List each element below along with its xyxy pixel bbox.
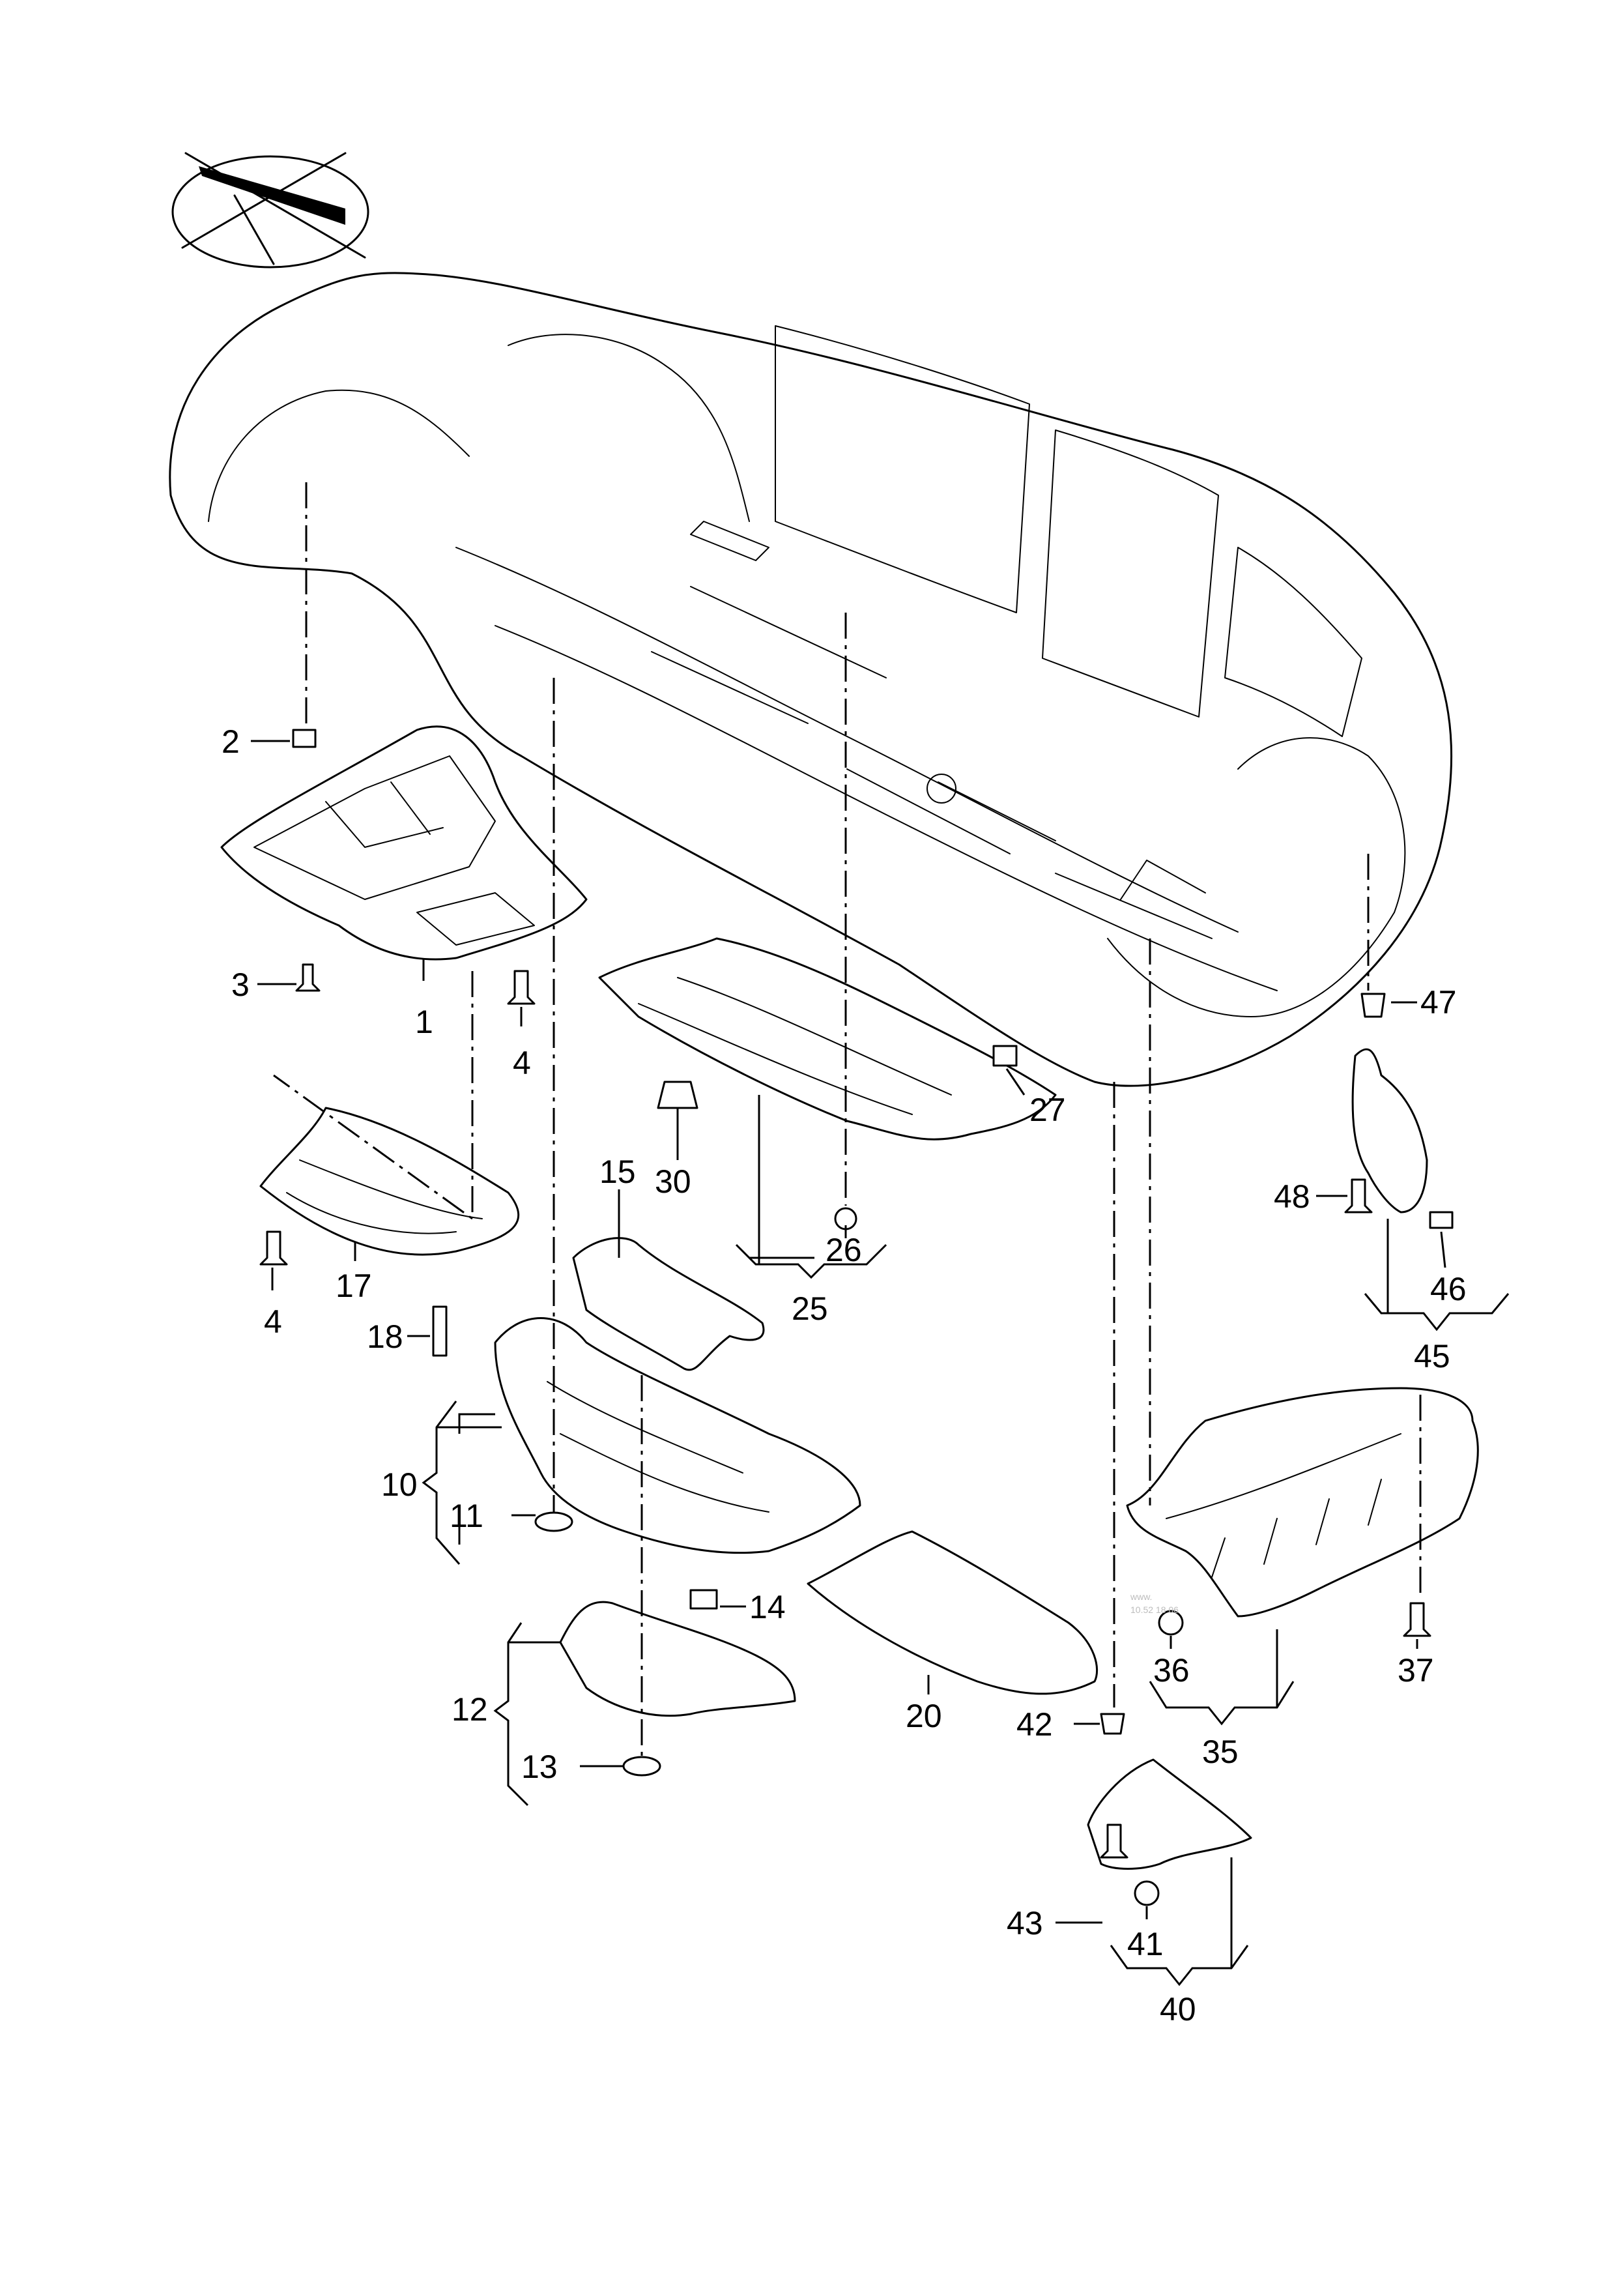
nut-icon	[534, 1511, 573, 1532]
part-45-bracket	[1351, 1048, 1428, 1213]
vehicle-underbody	[169, 272, 1453, 1087]
orientation-symbol-icon	[171, 152, 369, 269]
clip-icon	[292, 729, 317, 748]
watermark-line-2: 10.52 18 06	[1130, 1605, 1179, 1615]
label-40: 40	[1160, 1991, 1196, 2027]
bolt-icon	[507, 970, 536, 1005]
label-17: 17	[336, 1268, 372, 1304]
label-35: 35	[1202, 1734, 1239, 1770]
label-25: 25	[792, 1290, 828, 1327]
label-12: 12	[452, 1691, 488, 1728]
part-labels: 1 2 3 4 4 17 18 10 11 12 13 14 15 20 25 …	[222, 723, 1467, 2027]
label-3: 3	[231, 966, 250, 1003]
clip-icon	[689, 1589, 718, 1610]
nut-icon	[1134, 1880, 1160, 1906]
label-30: 30	[655, 1163, 691, 1200]
nut-icon	[1158, 1610, 1184, 1636]
label-37: 37	[1398, 1652, 1434, 1689]
watermark-line-1: www.	[1130, 1591, 1152, 1602]
label-13: 13	[521, 1749, 558, 1785]
part-20-shield	[807, 1530, 1099, 1695]
leader-lines	[251, 740, 1510, 1986]
label-10: 10	[381, 1466, 418, 1503]
label-36: 36	[1153, 1652, 1190, 1689]
part-15-heat-shield	[572, 1237, 765, 1371]
label-27: 27	[1029, 1092, 1066, 1128]
label-11: 11	[450, 1498, 483, 1534]
watermark: www. 10.52 18 06	[1130, 1591, 1179, 1615]
assembly-lines	[273, 482, 1422, 1760]
part-35-rear-shield	[1126, 1387, 1479, 1618]
label-2: 2	[222, 723, 240, 760]
label-15: 15	[599, 1154, 636, 1190]
cap-icon	[992, 1045, 1018, 1067]
clip-icon	[1360, 993, 1386, 1018]
label-4a: 4	[513, 1045, 531, 1081]
label-20: 20	[906, 1698, 942, 1734]
part-17-cover	[259, 1107, 520, 1256]
label-4b: 4	[264, 1303, 282, 1340]
label-45: 45	[1414, 1338, 1450, 1374]
label-41: 41	[1127, 1926, 1164, 1962]
part-12-shield	[559, 1601, 796, 1717]
bolt-icon	[1344, 1178, 1373, 1213]
clip-icon	[1429, 1211, 1454, 1229]
bolt-icon	[259, 1230, 288, 1266]
label-42: 42	[1016, 1706, 1053, 1743]
part-40-shield	[1087, 1758, 1252, 1870]
plug-icon	[657, 1081, 698, 1109]
part-25-center-shield	[598, 937, 1057, 1141]
screw-icon	[1100, 1824, 1128, 1859]
fasteners	[259, 729, 1454, 1906]
part-1-engine-undertray	[220, 725, 588, 961]
part-10-tunnel-shield	[494, 1317, 861, 1554]
label-18: 18	[367, 1318, 403, 1355]
nut-icon	[622, 1756, 661, 1777]
label-47: 47	[1420, 984, 1457, 1021]
clip-icon	[1100, 1713, 1125, 1735]
screw-icon	[295, 963, 321, 992]
label-1: 1	[415, 1004, 433, 1040]
label-46: 46	[1430, 1271, 1467, 1307]
label-14: 14	[749, 1589, 786, 1625]
rivet-icon	[432, 1305, 448, 1357]
bolt-icon	[1403, 1602, 1431, 1637]
label-43: 43	[1007, 1905, 1043, 1941]
label-26: 26	[826, 1232, 862, 1268]
label-48: 48	[1274, 1178, 1310, 1215]
